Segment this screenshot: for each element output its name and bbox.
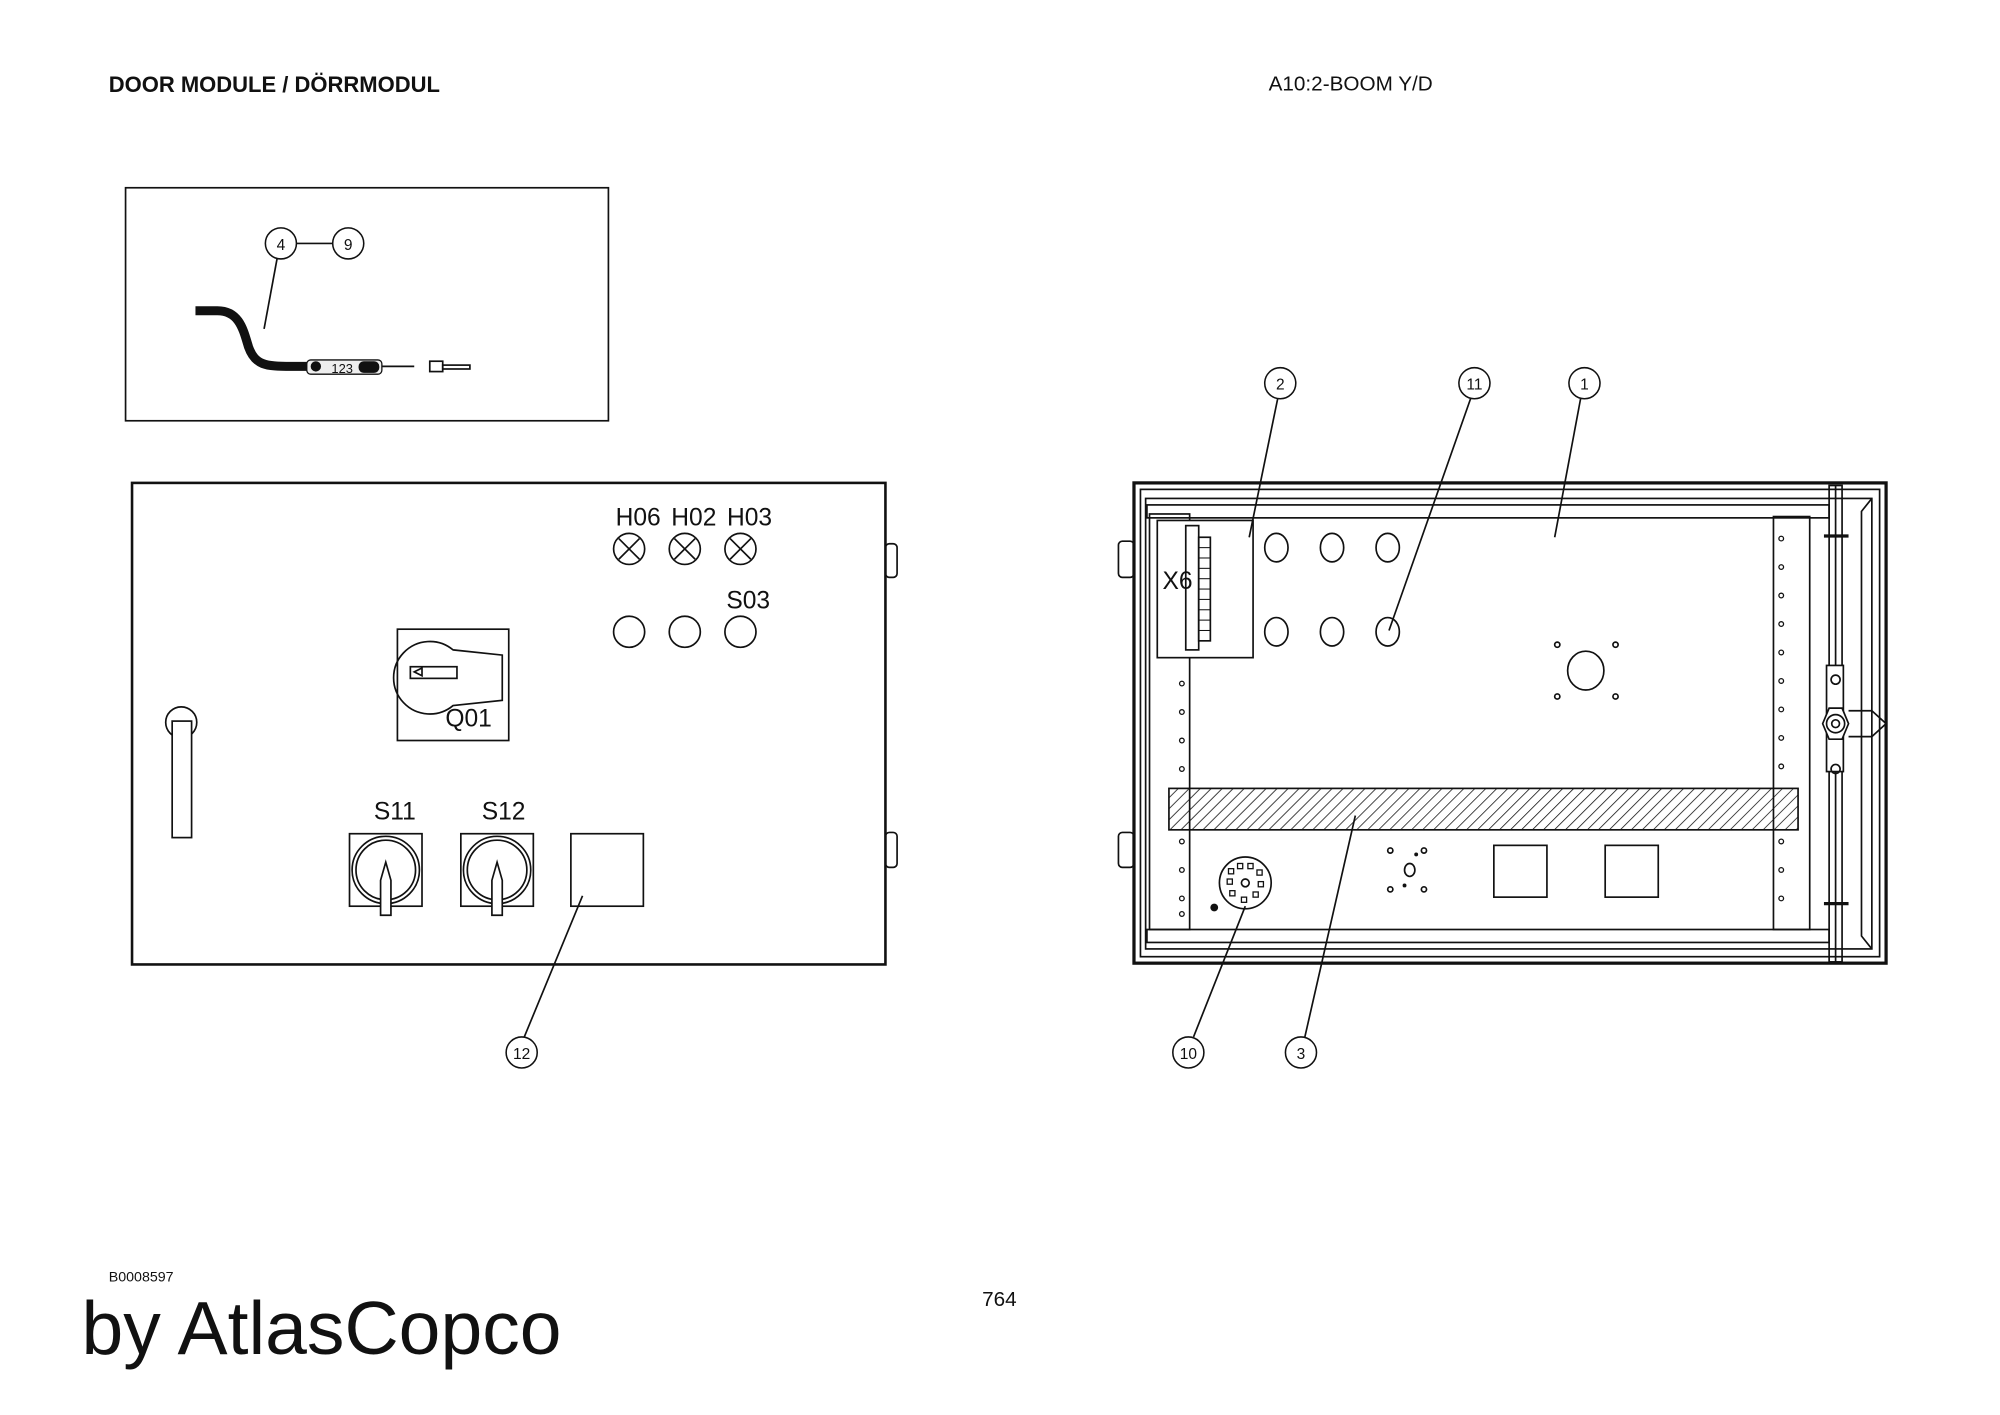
cutout	[1493, 844, 1548, 898]
balloon-4: 4	[264, 227, 298, 260]
button-label-s03: S03	[726, 587, 770, 614]
mounting-holes	[1386, 847, 1428, 893]
page-number: 764	[982, 1288, 1017, 1311]
main-switch-label: Q01	[445, 705, 491, 732]
svg-text:3: 3	[1297, 1046, 1306, 1063]
pushbutton-icon	[612, 615, 757, 649]
sleeve-label: 123	[331, 361, 353, 376]
cable-detail: 123 4 9	[124, 186, 610, 422]
balloon-1: 1	[1568, 366, 1601, 400]
lamp-icon	[612, 532, 757, 566]
lamp-label-h02: H02	[671, 505, 716, 532]
lamp-label-h03: H03	[727, 505, 772, 532]
svg-text:1: 1	[1580, 377, 1589, 394]
balloon-11: 11	[1458, 366, 1491, 400]
selector-label-s11: S11	[374, 798, 416, 825]
brand-watermark: by AtlasCopco	[82, 1286, 562, 1370]
balloon-10: 10	[1172, 1036, 1205, 1069]
selector-switch-icon	[348, 832, 535, 917]
blank-plate	[570, 832, 645, 908]
svg-text:10: 10	[1180, 1046, 1198, 1063]
lamp-label-h06: H06	[616, 505, 661, 532]
svg-text:2: 2	[1276, 377, 1285, 394]
gland-holes	[1263, 532, 1619, 700]
terminal-block-x6: X6	[1156, 519, 1254, 659]
balloon-2: 2	[1263, 366, 1297, 400]
cabinet-inside-view: X6	[1117, 366, 1888, 1069]
door-handle-icon	[164, 706, 198, 839]
door-lock-icon	[1821, 484, 1888, 963]
selector-label-s12: S12	[482, 798, 526, 825]
page-title: DOOR MODULE / DÖRRMODUL	[109, 72, 440, 97]
svg-text:9: 9	[344, 237, 353, 254]
ferrule-icon	[428, 360, 444, 373]
balloon-9: 9	[331, 227, 365, 260]
svg-text:12: 12	[513, 1046, 530, 1063]
drawing-reference: A10:2-BOOM Y/D	[1269, 73, 1433, 96]
indicator-lamps: H06 H02 H03	[612, 505, 772, 566]
drawing-number: B0008597	[109, 1270, 174, 1286]
cable-icon	[195, 306, 311, 371]
round-connector-icon	[1210, 856, 1273, 912]
balloon-12: 12	[505, 1036, 538, 1069]
cutout	[1604, 844, 1660, 898]
svg-text:4: 4	[277, 237, 286, 254]
main-switch-q01: Q01	[392, 628, 510, 742]
din-rail-cover	[1168, 787, 1799, 831]
door-front-view: H06 H02 H03 S03 Q01 S11 S12	[130, 481, 898, 1069]
balloon-3: 3	[1284, 1036, 1318, 1069]
terminal-label: X6	[1162, 568, 1192, 595]
svg-text:11: 11	[1466, 377, 1482, 394]
